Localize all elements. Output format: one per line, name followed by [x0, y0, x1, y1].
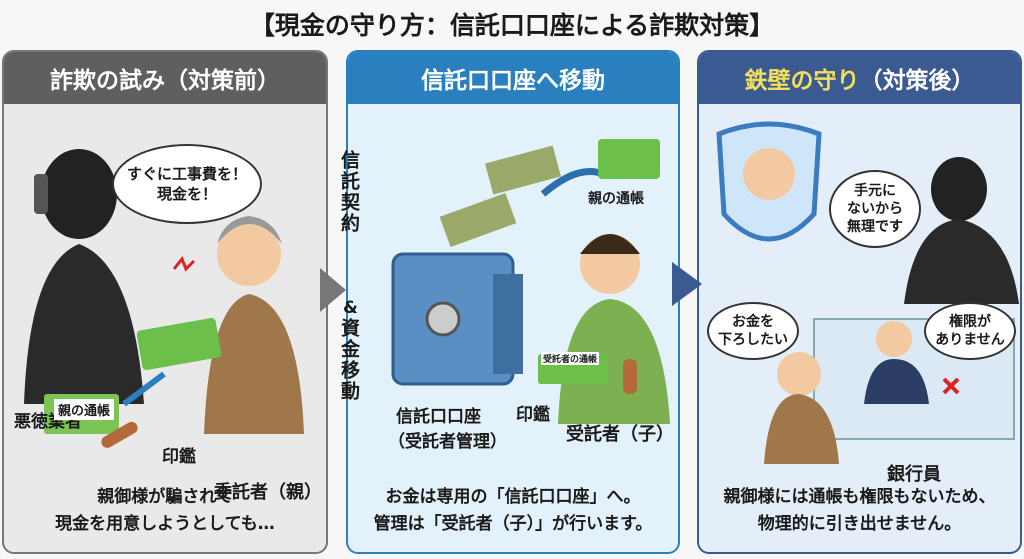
alert-icon [172, 256, 196, 272]
parent-icon [204, 216, 304, 434]
passbook-label: 親の通帳 [54, 399, 115, 420]
settlor-label: 委託者（親） [214, 482, 322, 503]
banker-speech-bubble: 権限がありません [924, 302, 1016, 360]
parent-speech-bubble: 手元にないから無理です [829, 170, 921, 248]
elderly-customer-icon [764, 352, 839, 464]
passbook-label: 親の通帳 [588, 191, 644, 207]
ampersand-label: & [343, 298, 358, 318]
panel-caption: お金は専用の「信託口口座」へ。管理は「受託者（子）」が行います。 [373, 487, 653, 534]
banknote-icon [439, 145, 561, 248]
trustee-passbook-label: 受託者の通帳 [541, 352, 600, 365]
scammer-icon [24, 149, 144, 404]
trustee-label: 受託者（子） [566, 424, 674, 445]
panel-header: 鉄壁の守り（対策後） [699, 52, 1020, 104]
panel-header: 詐欺の試み（対策前） [4, 52, 326, 104]
panel-caption: 親御様には通帳も権限もないため、物理的に引き出せません。 [723, 487, 996, 534]
seal-icon [623, 359, 637, 394]
trust-account-sub-label: （受託者管理） [388, 432, 507, 452]
scammer-icon [904, 157, 1019, 304]
seal-label: 印鑑 [162, 447, 196, 467]
page-title: 【現金の守り方：信託口口座による詐欺対策】 [249, 11, 775, 40]
bank-counter-icon [813, 318, 1015, 440]
cross-icon [942, 377, 960, 395]
scammer-speech-bubble: すぐに工事費を！現金を！ [112, 144, 262, 224]
banker-label: 銀行員 [887, 464, 941, 485]
passbook-icon [136, 317, 222, 371]
seal-icon [101, 421, 138, 448]
seal-label: 印鑑 [516, 405, 550, 425]
arrow-right-icon [672, 262, 702, 306]
trustee-icon [558, 234, 670, 424]
protection-illustration [716, 121, 1019, 464]
panel-after: 鉄壁の守り（対策後） 手元にないから無理です お金を下ろしたい 権限がありません… [697, 50, 1022, 554]
panel-transfer: 信託口口座へ移動 親の通帳 受託者の通帳 信託口口座 （受託者管理） 印鑑 受託… [346, 50, 680, 554]
withdraw-speech-bubble: お金を下ろしたい [707, 302, 799, 360]
fund-transfer-label: 資金移動 [338, 318, 360, 402]
arrow-right-icon [320, 268, 346, 312]
parent-icon [743, 148, 795, 200]
panel-before: 詐欺の試み（対策前） すぐに工事費を！現金を！ 悪徳業者 親の通帳 印鑑 委託者… [2, 50, 328, 554]
arrow-icon [122, 371, 166, 407]
panel-caption: 親御様が騙されて現金を用意しようとしても… [55, 487, 275, 534]
safe-icon [391, 252, 523, 386]
trust-contract-label: 信託契約 [338, 150, 360, 234]
trust-account-label: 信託口口座 [396, 407, 481, 427]
passbook-icon [598, 139, 660, 179]
panel-header: 信託口口座へ移動 [348, 52, 678, 104]
